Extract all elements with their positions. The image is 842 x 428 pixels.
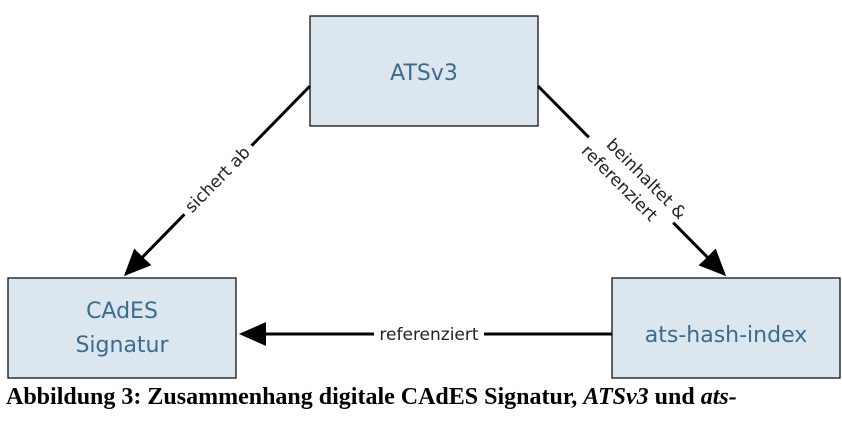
caption-prefix: Abbildung 3: Zusammenhang digitale CAdES… xyxy=(6,384,584,410)
caption-em-atsv3: ATSv3 xyxy=(583,384,649,410)
node-cades-label-line2: Signatur xyxy=(75,333,169,358)
node-atsv3: ATSv3 xyxy=(309,15,539,127)
node-atsv3-label: ATSv3 xyxy=(390,61,458,86)
node-cades-signatur: CAdES Signatur xyxy=(7,277,237,379)
edge-referenziert-label: referenziert xyxy=(379,325,478,345)
figure-caption: Abbildung 3: Zusammenhang digitale CAdES… xyxy=(6,384,737,411)
caption-middle: und xyxy=(648,384,701,410)
edge-sichert-ab: sichert ab xyxy=(123,84,312,277)
edge-referenziert: referenziert xyxy=(239,322,612,346)
caption-em-ats: ats- xyxy=(700,384,737,410)
node-hash-index-label: ats-hash-index xyxy=(645,323,807,348)
node-ats-hash-index: ats-hash-index xyxy=(611,277,841,379)
node-cades-label-line1: CAdES xyxy=(86,299,158,324)
edge-beinhaltet-referenziert: beinhaltet & referenziert xyxy=(536,84,727,277)
edge-sichert-ab-label: sichert ab xyxy=(181,143,254,217)
